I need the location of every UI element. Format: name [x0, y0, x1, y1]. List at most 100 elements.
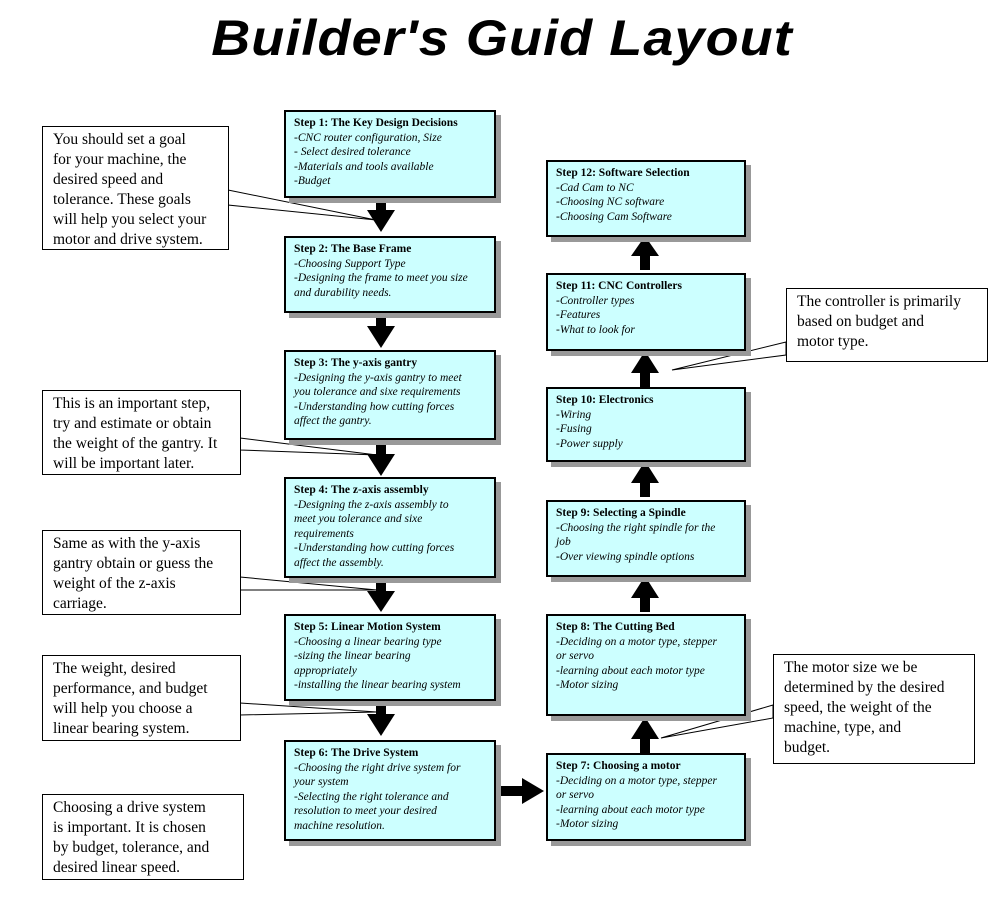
step-5-box: Step 5: Linear Motion System -Choosing a…	[284, 614, 496, 701]
note-line: based on budget and	[797, 313, 924, 330]
step-line: -What to look for	[556, 323, 635, 336]
step-line: -learning about each motor type	[556, 803, 705, 816]
callout-pointer-4	[239, 702, 378, 716]
note-line: desired linear speed.	[53, 859, 180, 876]
step-6-box: Step 6: The Drive System -Choosing the r…	[284, 740, 496, 841]
step-line: -Choosing NC software	[556, 196, 665, 208]
step-line: appropriately	[294, 664, 357, 677]
step-11-box: Step 11: CNC Controllers -Controller typ…	[546, 273, 746, 351]
step-3-box: Step 3: The y-axis gantry -Designing the…	[284, 350, 496, 440]
step-line: -Features	[556, 309, 601, 321]
arrow-step2-to-step3	[367, 313, 395, 348]
step-line: affect the gantry.	[294, 415, 372, 427]
step-line: -Power supply	[556, 437, 623, 450]
arrow-step8-to-step9	[631, 576, 659, 612]
step-line: meet you tolerance and sixe	[294, 513, 423, 525]
note-line: the weight of the gantry. It	[53, 435, 218, 452]
note-line: by budget, tolerance, and	[53, 839, 210, 856]
step-line: -Deciding on a motor type, stepper	[556, 635, 717, 648]
step-10-box: Step 10: Electronics -Wiring -Fusing -Po…	[546, 387, 746, 462]
step-title: Step 5: Linear Motion System	[294, 621, 441, 633]
note-line: speed, the weight of the	[784, 699, 932, 716]
step-line: -Choosing Support Type	[294, 257, 406, 270]
step-line: -Fusing	[556, 423, 592, 435]
step-line: and durability needs.	[294, 286, 392, 299]
note-line: The controller is primarily	[797, 293, 961, 310]
step-line: -Designing the frame to meet you size	[294, 272, 468, 284]
arrow-step10-to-step11	[631, 351, 659, 388]
note-line: gantry obtain or guess the	[53, 555, 214, 572]
note-controller: The controller is primarily based on bud…	[786, 288, 988, 362]
note-line: weight of the z-axis	[53, 575, 176, 592]
note-design-goals: You should set a goal for your machine, …	[42, 126, 229, 250]
step-line: affect the assembly.	[294, 556, 384, 569]
step-title: Step 3: The y-axis gantry	[294, 357, 418, 369]
arrow-step9-to-step10	[631, 461, 659, 497]
note-line: This is an important step,	[53, 395, 211, 412]
step-line: -Selecting the right tolerance and	[294, 790, 449, 803]
note-line: desired speed and	[53, 171, 164, 188]
note-line: determined by the desired	[784, 679, 945, 696]
note-z-axis-weight: Same as with the y-axis gantry obtain or…	[42, 530, 241, 615]
note-drive-system: Choosing a drive system is important. It…	[42, 794, 244, 880]
step-line: -Controller types	[556, 294, 635, 307]
step-line: -Choosing Cam Software	[556, 210, 672, 223]
step-line: -Budget	[294, 175, 331, 187]
step-line: -Over viewing spindle options	[556, 550, 695, 563]
step-line: your system	[294, 776, 349, 788]
step-title: Step 10: Electronics	[556, 394, 654, 406]
step-title: Step 4: The z-axis assembly	[294, 484, 429, 496]
note-line: machine, type, and	[784, 719, 902, 736]
step-line: -Motor sizing	[556, 818, 619, 830]
step-line: -Designing the y-axis gantry to meet	[294, 371, 462, 384]
step-title: Step 11: CNC Controllers	[556, 280, 682, 292]
step-title: Step 12: Software Selection	[556, 167, 690, 179]
step-line: -learning about each motor type	[556, 664, 705, 677]
step-line: -Choosing the right drive system for	[294, 761, 461, 774]
step-line: -installing the linear bearing system	[294, 679, 461, 691]
step-line: -Motor sizing	[556, 679, 619, 691]
note-line: will be important later.	[53, 455, 195, 472]
note-gantry-weight: This is an important step, try and estim…	[42, 390, 241, 475]
page-title: Builder's Guid Layout	[211, 10, 793, 66]
note-linear-bearing: The weight, desired performance, and bud…	[42, 655, 241, 741]
step-line: -Cad Cam to NC	[556, 181, 634, 194]
step-line: -Designing the z-axis assembly to	[294, 498, 449, 511]
step-line: requirements	[294, 527, 354, 540]
step-line: job	[556, 536, 571, 548]
note-line: The motor size we be	[784, 659, 918, 676]
step-12-box: Step 12: Software Selection -Cad Cam to …	[546, 160, 746, 237]
step-9-box: Step 9: Selecting a Spindle -Choosing th…	[546, 500, 746, 577]
note-line: carriage.	[53, 595, 107, 612]
step-line: resolution to meet your desired	[294, 805, 437, 817]
step-7-box: Step 7: Choosing a motor -Deciding on a …	[546, 753, 746, 841]
note-line: linear bearing system.	[53, 720, 190, 737]
arrow-step7-to-step8	[631, 717, 659, 753]
callout-pointer-2	[239, 437, 378, 456]
note-line: tolerance. These goals	[53, 191, 191, 208]
note-line: will help you select your	[53, 211, 207, 228]
step-title: Step 8: The Cutting Bed	[556, 621, 675, 633]
step-line: -Deciding on a motor type, stepper	[556, 774, 717, 787]
note-line: motor and drive system.	[53, 231, 203, 248]
note-line: will help you choose a	[53, 700, 193, 717]
step-title: Step 9: Selecting a Spindle	[556, 507, 686, 519]
note-line: motor type.	[797, 333, 869, 350]
step-line: you tolerance and sixe requirements	[294, 386, 461, 398]
step-line: machine resolution.	[294, 819, 385, 832]
note-line: Choosing a drive system	[53, 799, 206, 816]
step-4-box: Step 4: The z-axis assembly -Designing t…	[284, 477, 496, 578]
step-line: -Understanding how cutting forces	[294, 542, 455, 554]
step-2-box: Step 2: The Base Frame -Choosing Support…	[284, 236, 496, 313]
note-line: You should set a goal	[53, 131, 186, 148]
arrow-step3-to-step4	[367, 441, 395, 476]
step-8-box: Step 8: The Cutting Bed -Deciding on a m…	[546, 614, 746, 716]
step-line: or servo	[556, 650, 595, 662]
step-title: Step 7: Choosing a motor	[556, 760, 681, 772]
arrow-step5-to-step6	[367, 701, 395, 736]
step-1-box: Step 1: The Key Design Decisions -CNC ro…	[284, 110, 496, 198]
step-line: -CNC router configuration, Size	[294, 131, 442, 144]
step-line: -Choosing the right spindle for the	[556, 521, 716, 534]
step-line: or servo	[556, 789, 595, 801]
arrow-step4-to-step5	[367, 578, 395, 612]
